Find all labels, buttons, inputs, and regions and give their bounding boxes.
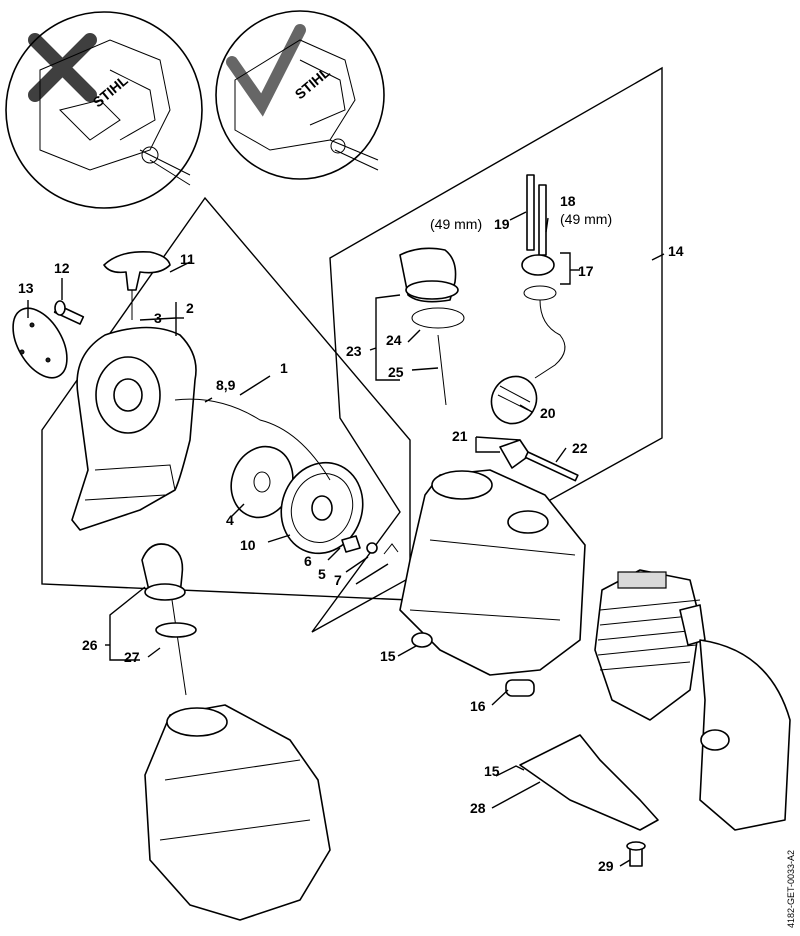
label-8-9: 8,9: [216, 377, 236, 393]
screw-12: [53, 300, 85, 325]
fuel-tank-lower: [144, 704, 331, 921]
retainer-25: [437, 334, 447, 406]
label-10: 10: [240, 537, 256, 553]
engine-cylinder: [594, 569, 706, 721]
rope-rotor-10: [280, 461, 364, 555]
starter-grip: [103, 250, 171, 320]
pickup-hose: [534, 299, 566, 379]
group-outline-starter: [41, 196, 411, 601]
length-note-19: (49 mm): [430, 216, 482, 232]
fuel-tank-main: [399, 469, 586, 676]
label-19: 19: [494, 216, 510, 232]
leader-lines: [27, 211, 665, 867]
valve-21-22: [499, 439, 579, 482]
label-3: 3: [154, 310, 162, 326]
fill-cap-23: [399, 247, 459, 303]
part-labels: 1 2 3 4 5 6 7 8,9 10 11 12 13 14 15 15 1…: [18, 193, 684, 874]
starter-housing: [71, 326, 197, 531]
group-outline-tank: [311, 66, 663, 633]
sleeve-15a: [411, 632, 433, 648]
fuel-filter-20: [490, 375, 538, 425]
label-4: 4: [226, 512, 234, 528]
drawing-code: 4182-GET-0033-A2: [786, 850, 796, 928]
gasket-24: [411, 307, 465, 329]
label-28: 28: [470, 800, 486, 816]
label-24: 24: [386, 332, 402, 348]
label-11: 11: [180, 251, 195, 267]
fuel-hose-18-19: [526, 174, 547, 256]
label-23: 23: [346, 343, 362, 359]
screw-29: [626, 841, 646, 867]
label-12: 12: [54, 260, 70, 276]
heat-shield-28: [519, 734, 659, 831]
label-14: 14: [668, 243, 684, 259]
label-6: 6: [304, 553, 312, 569]
pawl-screw-13: [12, 307, 68, 379]
cross-mark-icon: [28, 33, 97, 102]
sleeve-16: [505, 679, 535, 697]
grommet-17: [521, 254, 557, 301]
fan-housing: [699, 639, 791, 831]
label-15-lower: 15: [484, 763, 500, 779]
length-note-18: (49 mm): [560, 211, 612, 227]
label-13: 13: [18, 280, 34, 296]
label-27: 27: [124, 649, 140, 665]
cap-assembly-26: [141, 543, 197, 696]
label-20: 20: [540, 405, 556, 421]
inset-new-version: STIHL: [215, 10, 385, 180]
label-15-upper: 15: [380, 648, 396, 664]
label-25: 25: [388, 364, 404, 380]
label-18: 18: [560, 193, 576, 209]
starter-rope-8-9: [174, 398, 331, 481]
label-17: 17: [578, 263, 594, 279]
check-mark-icon: [226, 24, 306, 117]
label-1: 1: [280, 360, 288, 376]
label-26: 26: [82, 637, 98, 653]
label-5: 5: [318, 566, 326, 582]
label-21: 21: [452, 428, 468, 444]
label-22: 22: [572, 440, 588, 456]
label-7: 7: [334, 572, 342, 588]
label-29: 29: [598, 858, 614, 874]
inset-old-version: STIHL: [5, 11, 203, 209]
label-16: 16: [470, 698, 486, 714]
pawl-6-7: [341, 535, 399, 555]
label-2: 2: [186, 300, 194, 316]
